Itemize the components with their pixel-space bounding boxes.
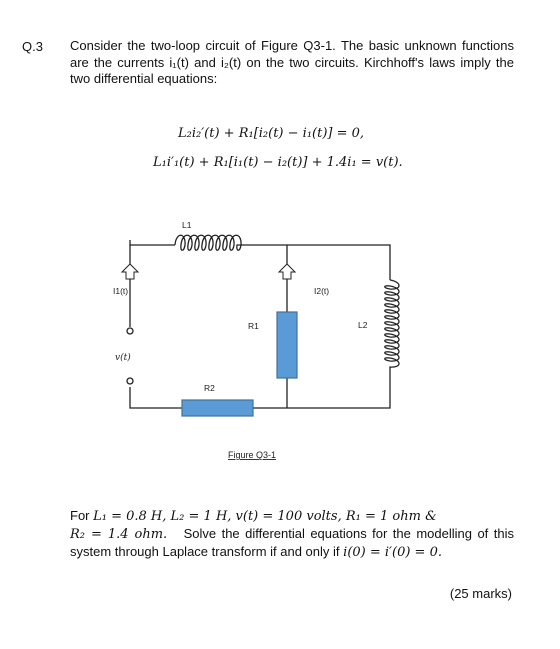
question-intro: Consider the two-loop circuit of Figure … xyxy=(70,38,514,86)
task-prefix: For xyxy=(70,508,90,523)
initial-conditions: i(0) = i′(0) = 0. xyxy=(343,545,442,560)
given-values: L₁ = 0.8 H, L₂ = 1 H, v(t) = 100 volts, … xyxy=(93,509,437,524)
given-values-2: R₂ = 1.4 ohm. xyxy=(70,527,168,542)
marks: (25 marks) xyxy=(449,586,512,601)
given-and-task: For L₁ = 0.8 H, L₂ = 1 H, v(t) = 100 vol… xyxy=(70,507,514,561)
label-i2: I2(t) xyxy=(314,286,329,296)
task-statement: Solve the differential equations for the… xyxy=(70,526,514,559)
source-terminal-bottom xyxy=(126,377,134,385)
current-arrow-i2 xyxy=(277,263,297,280)
source-terminal-top xyxy=(126,327,134,335)
equation-2: L₁i′₁(t) + R₁[i₁(t) − i₂(t)] + 1.4i₁ = v… xyxy=(153,155,403,170)
equation-1: L₂i₂′(t) + R₁[i₂(t) − i₁(t)] = 0, xyxy=(178,126,365,141)
label-l1: L1 xyxy=(182,220,192,230)
current-arrow-i1 xyxy=(120,263,140,280)
figure-caption: Figure Q3-1 xyxy=(228,450,276,460)
inductor-l1 xyxy=(174,234,258,251)
label-r2: R2 xyxy=(204,383,215,393)
question-number: Q.3 xyxy=(22,39,43,54)
label-r1: R1 xyxy=(248,321,259,331)
resistor-r1 xyxy=(276,311,298,379)
label-i1: I1(t) xyxy=(113,286,128,296)
resistor-r2 xyxy=(181,399,254,417)
label-v: v(t) xyxy=(115,352,131,363)
label-l2: L2 xyxy=(358,320,368,330)
inductor-l2 xyxy=(384,279,400,380)
circuit-wires xyxy=(129,240,391,409)
